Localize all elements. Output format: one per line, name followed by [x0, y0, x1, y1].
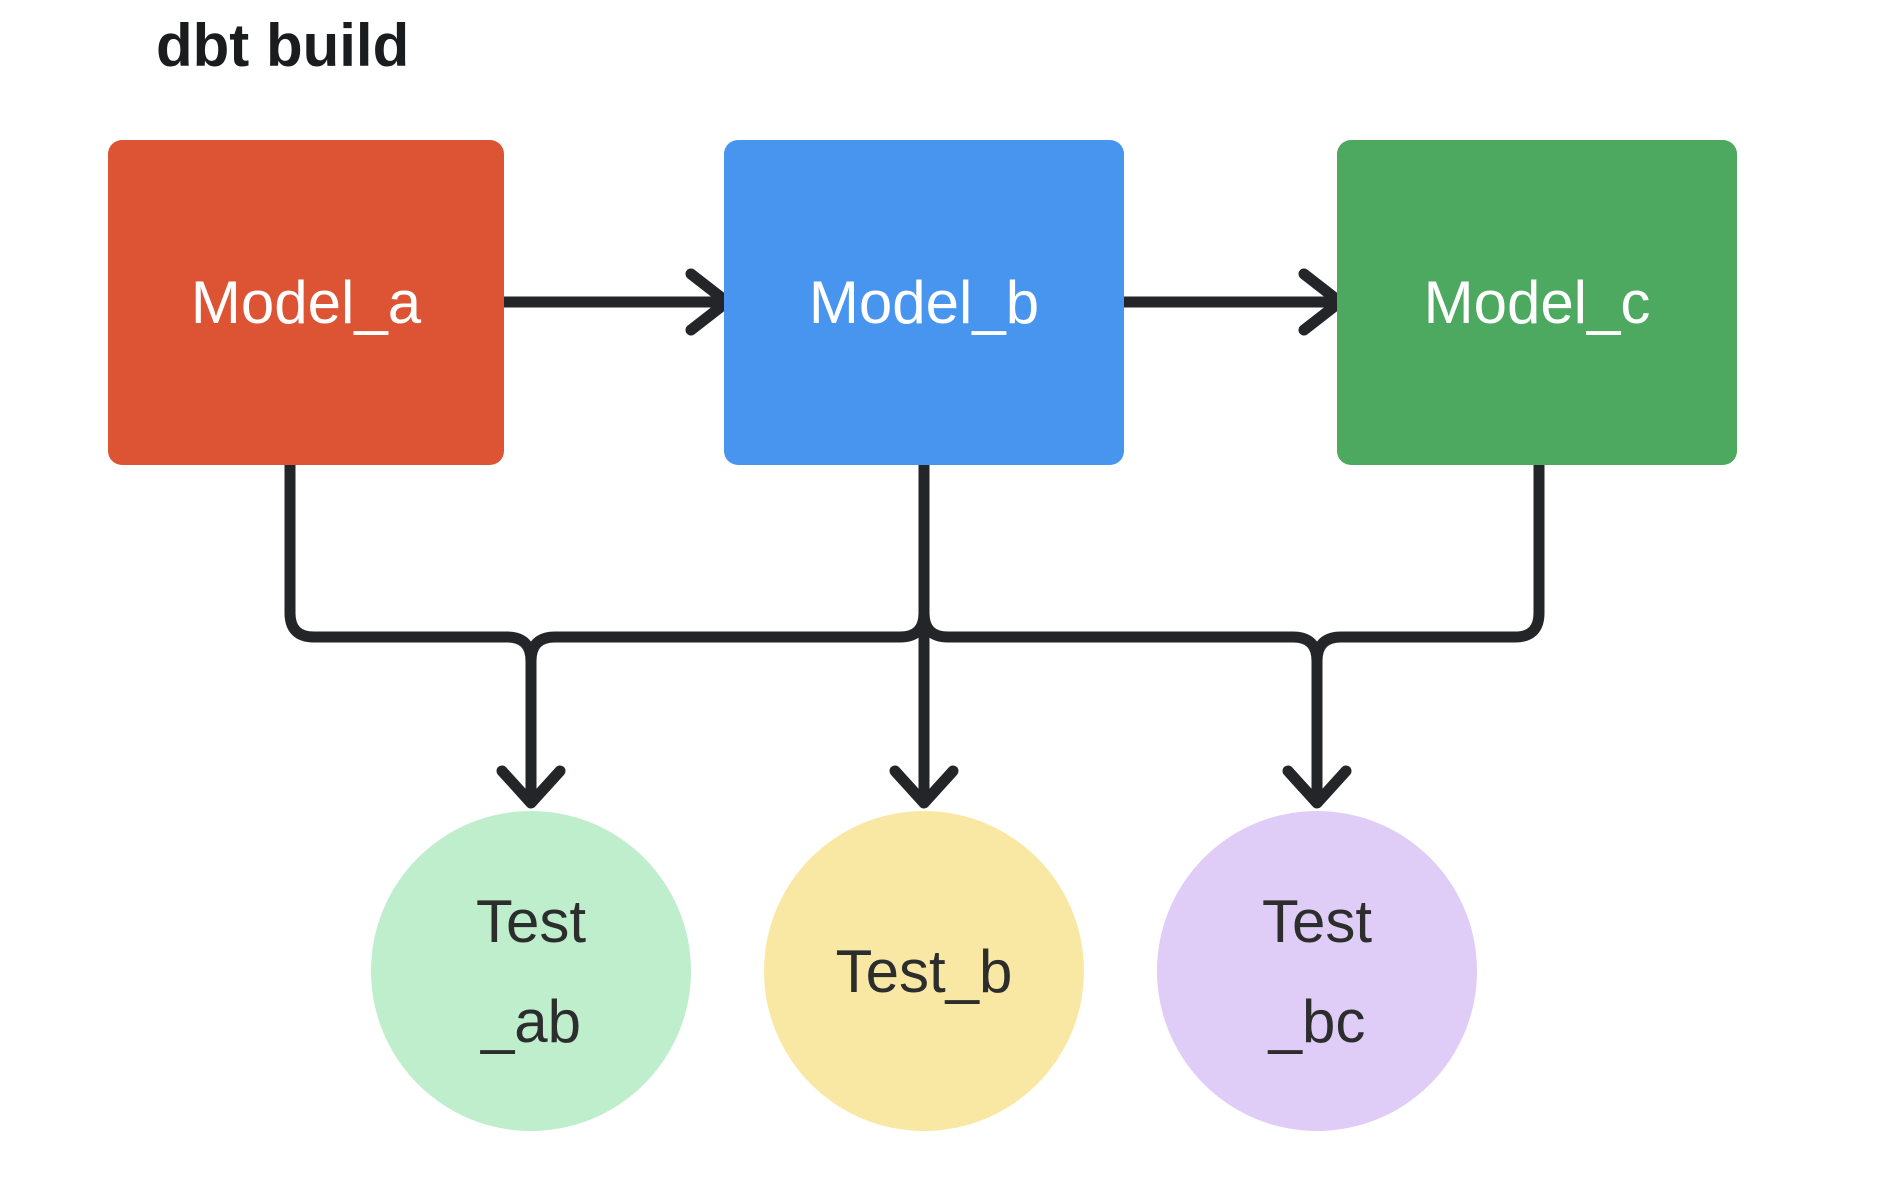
test-ab-label-line1: Test — [476, 888, 586, 955]
test-bc-label-line1: Test — [1262, 888, 1372, 955]
arrowhead-test-b-icon — [889, 765, 959, 809]
model-c-label: Model_c — [1424, 269, 1651, 336]
model-b-label: Model_b — [809, 269, 1039, 336]
test-nodes — [371, 811, 1477, 1131]
diagram-title: dbt build — [156, 12, 409, 79]
model-a-label: Model_a — [191, 269, 422, 336]
edge-model-b-test-bc — [918, 459, 1323, 804]
test-labels: Test _ab Test_b Test _bc — [476, 888, 1372, 1055]
edge-model-a-test-ab — [284, 459, 537, 804]
node-test-bc — [1157, 811, 1477, 1131]
edge-model-b-test-ab — [525, 459, 930, 804]
model-nodes — [108, 140, 1737, 465]
node-model-b — [724, 140, 1124, 465]
node-model-c — [1337, 140, 1737, 465]
test-ab-label-line2: _ab — [480, 988, 581, 1055]
node-model-a — [108, 140, 504, 465]
node-test-ab — [371, 811, 691, 1131]
model-labels: Model_a Model_b Model_c — [191, 269, 1650, 336]
node-test-b — [764, 811, 1084, 1131]
edge-model-c-test-bc — [1311, 459, 1545, 804]
arrowhead-test-ab-icon — [496, 765, 566, 809]
test-b-label: Test_b — [836, 938, 1013, 1005]
test-bc-label-line2: _bc — [1268, 988, 1366, 1055]
edge-lines — [284, 268, 1545, 809]
arrowhead-test-bc-icon — [1282, 765, 1352, 809]
